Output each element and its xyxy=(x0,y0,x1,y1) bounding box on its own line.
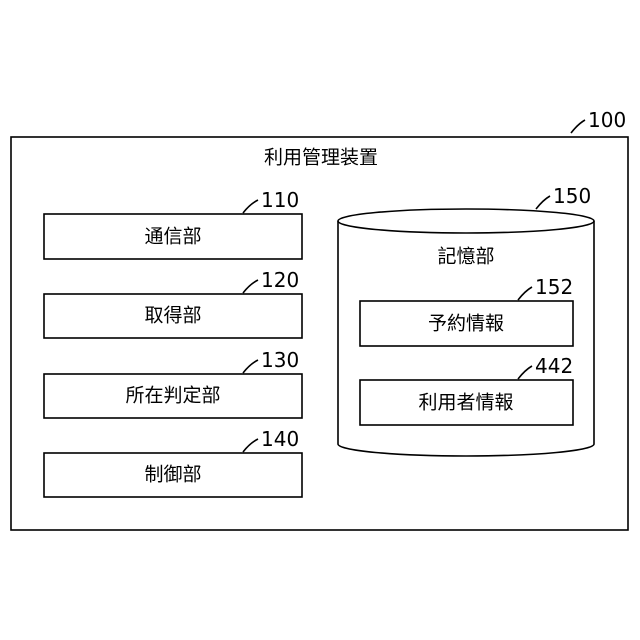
storage-item-ref-reservation-info: 152 xyxy=(535,277,573,297)
device-title: 利用管理装置 xyxy=(264,149,378,168)
unit-ref-communication: 110 xyxy=(261,190,299,210)
unit-label-control: 制御部 xyxy=(144,466,201,485)
unit-label-acquisition: 取得部 xyxy=(144,307,201,326)
unit-ref-acquisition: 120 xyxy=(261,270,299,290)
storage-label: 記憶部 xyxy=(437,248,494,267)
unit-label-location-determination: 所在判定部 xyxy=(125,387,220,406)
storage-ref-number: 150 xyxy=(553,186,591,206)
storage-item-ref-user-info: 442 xyxy=(535,356,573,376)
unit-ref-location-determination: 130 xyxy=(261,350,299,370)
unit-label-communication: 通信部 xyxy=(144,228,201,247)
device-ref-number: 100 xyxy=(588,110,626,130)
storage-item-label-reservation-info: 予約情報 xyxy=(428,315,504,334)
unit-ref-control: 140 xyxy=(261,429,299,449)
storage-item-label-user-info: 利用者情報 xyxy=(418,394,513,413)
